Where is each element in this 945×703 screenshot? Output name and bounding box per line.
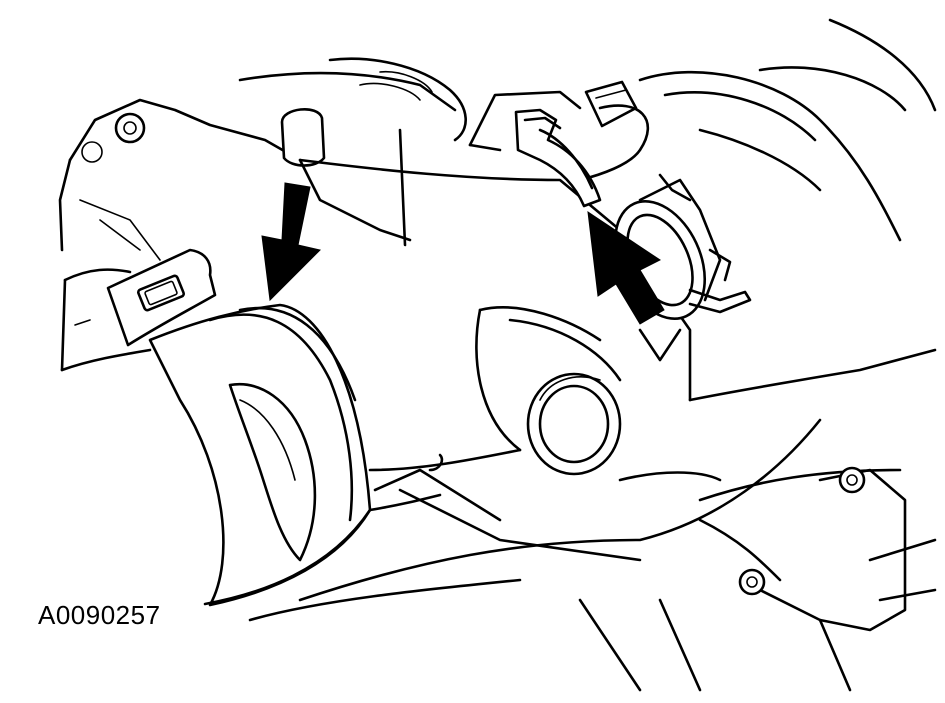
arrow-down-icon: [261, 182, 321, 302]
engine-background: [58, 18, 937, 692]
housing-port: [526, 372, 622, 476]
bolt-head: [838, 466, 866, 494]
figure-id: A0090257: [38, 600, 161, 630]
tube-end-left: [60, 268, 152, 372]
hose-clamp-left: [106, 248, 442, 607]
arrow-up-icon: [587, 210, 665, 325]
hose-clamp-right: [468, 80, 752, 320]
bolt-head: [738, 568, 766, 596]
bolt-head: [114, 112, 146, 144]
callout-arrows: [261, 182, 665, 325]
